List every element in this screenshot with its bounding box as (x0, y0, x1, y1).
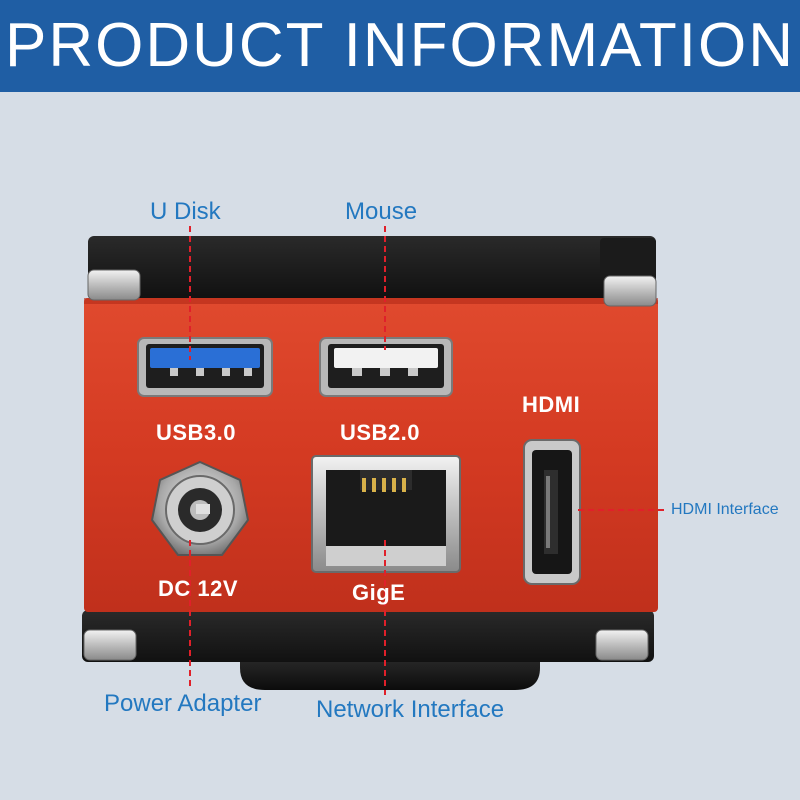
title-banner: PRODUCT INFORMATION (0, 0, 800, 92)
label-hdmi: HDMI (522, 392, 581, 417)
callout-network-interface: Network Interface (316, 696, 505, 723)
label-usb3: USB3.0 (156, 420, 237, 445)
callout-power-adapter: Power Adapter (104, 690, 262, 717)
usb3-port-icon (137, 337, 273, 397)
callout-hdmi-interface: HDMI Interface (671, 501, 779, 518)
label-dc: DC 12V (158, 576, 239, 601)
leader-lines (189, 226, 668, 695)
label-usb2: USB2.0 (340, 420, 421, 445)
rj45-port-icon (311, 455, 461, 573)
dc-jack-icon (150, 460, 250, 556)
label-gige: GigE (352, 580, 406, 605)
page-title: PRODUCT INFORMATION (4, 11, 796, 80)
screws (83, 269, 657, 661)
hdmi-port-icon (523, 439, 581, 585)
callout-mouse: Mouse (345, 198, 418, 225)
bottom-housing (82, 610, 654, 662)
top-housing (88, 236, 656, 298)
callout-u-disk: U Disk (150, 198, 221, 225)
